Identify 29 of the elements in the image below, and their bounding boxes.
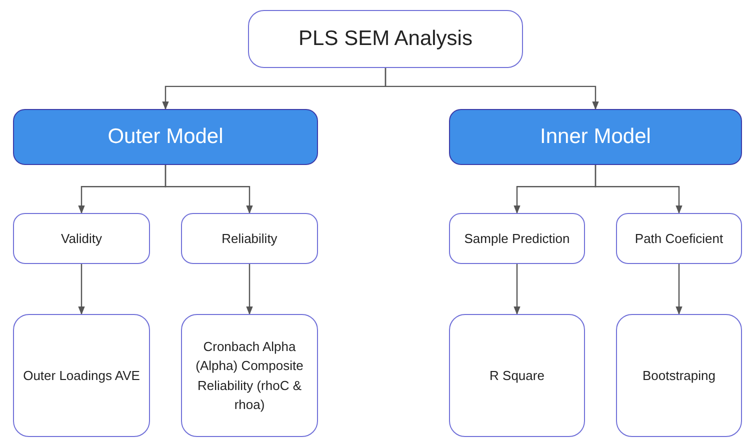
arrow	[78, 264, 85, 315]
arrow	[246, 264, 253, 315]
title-box	[248, 10, 523, 68]
detail-box	[181, 314, 318, 437]
arrow	[514, 264, 520, 315]
node-label: Path Coeficient	[634, 230, 724, 248]
node-label: Outer Model	[108, 124, 224, 150]
process-box	[13, 213, 150, 264]
arrow	[384, 68, 599, 110]
detail-box	[13, 314, 150, 437]
node-label: PLS SEM Analysis	[298, 26, 472, 52]
process-box	[181, 213, 318, 264]
node-label: Cronbach Alpha (Alpha) Composite Reliability (rhoC & rhoa)	[194, 338, 304, 414]
category-box	[13, 109, 318, 165]
detail-box	[449, 314, 585, 437]
node-label: Outer Loadings AVE	[23, 366, 140, 385]
detail-box	[616, 314, 742, 437]
node-label: R Square	[490, 366, 544, 385]
node-label: Inner Model	[540, 124, 651, 150]
node-label: Reliability	[222, 230, 278, 248]
arrow	[594, 165, 682, 214]
arrow	[164, 165, 253, 214]
arrow	[676, 264, 682, 315]
node-label: Bootstraping	[642, 366, 716, 385]
node-label: Validity	[61, 230, 102, 248]
node-label: Sample Prediction	[464, 230, 570, 248]
process-box	[449, 213, 585, 264]
category-box	[449, 109, 742, 165]
process-box	[616, 213, 742, 264]
